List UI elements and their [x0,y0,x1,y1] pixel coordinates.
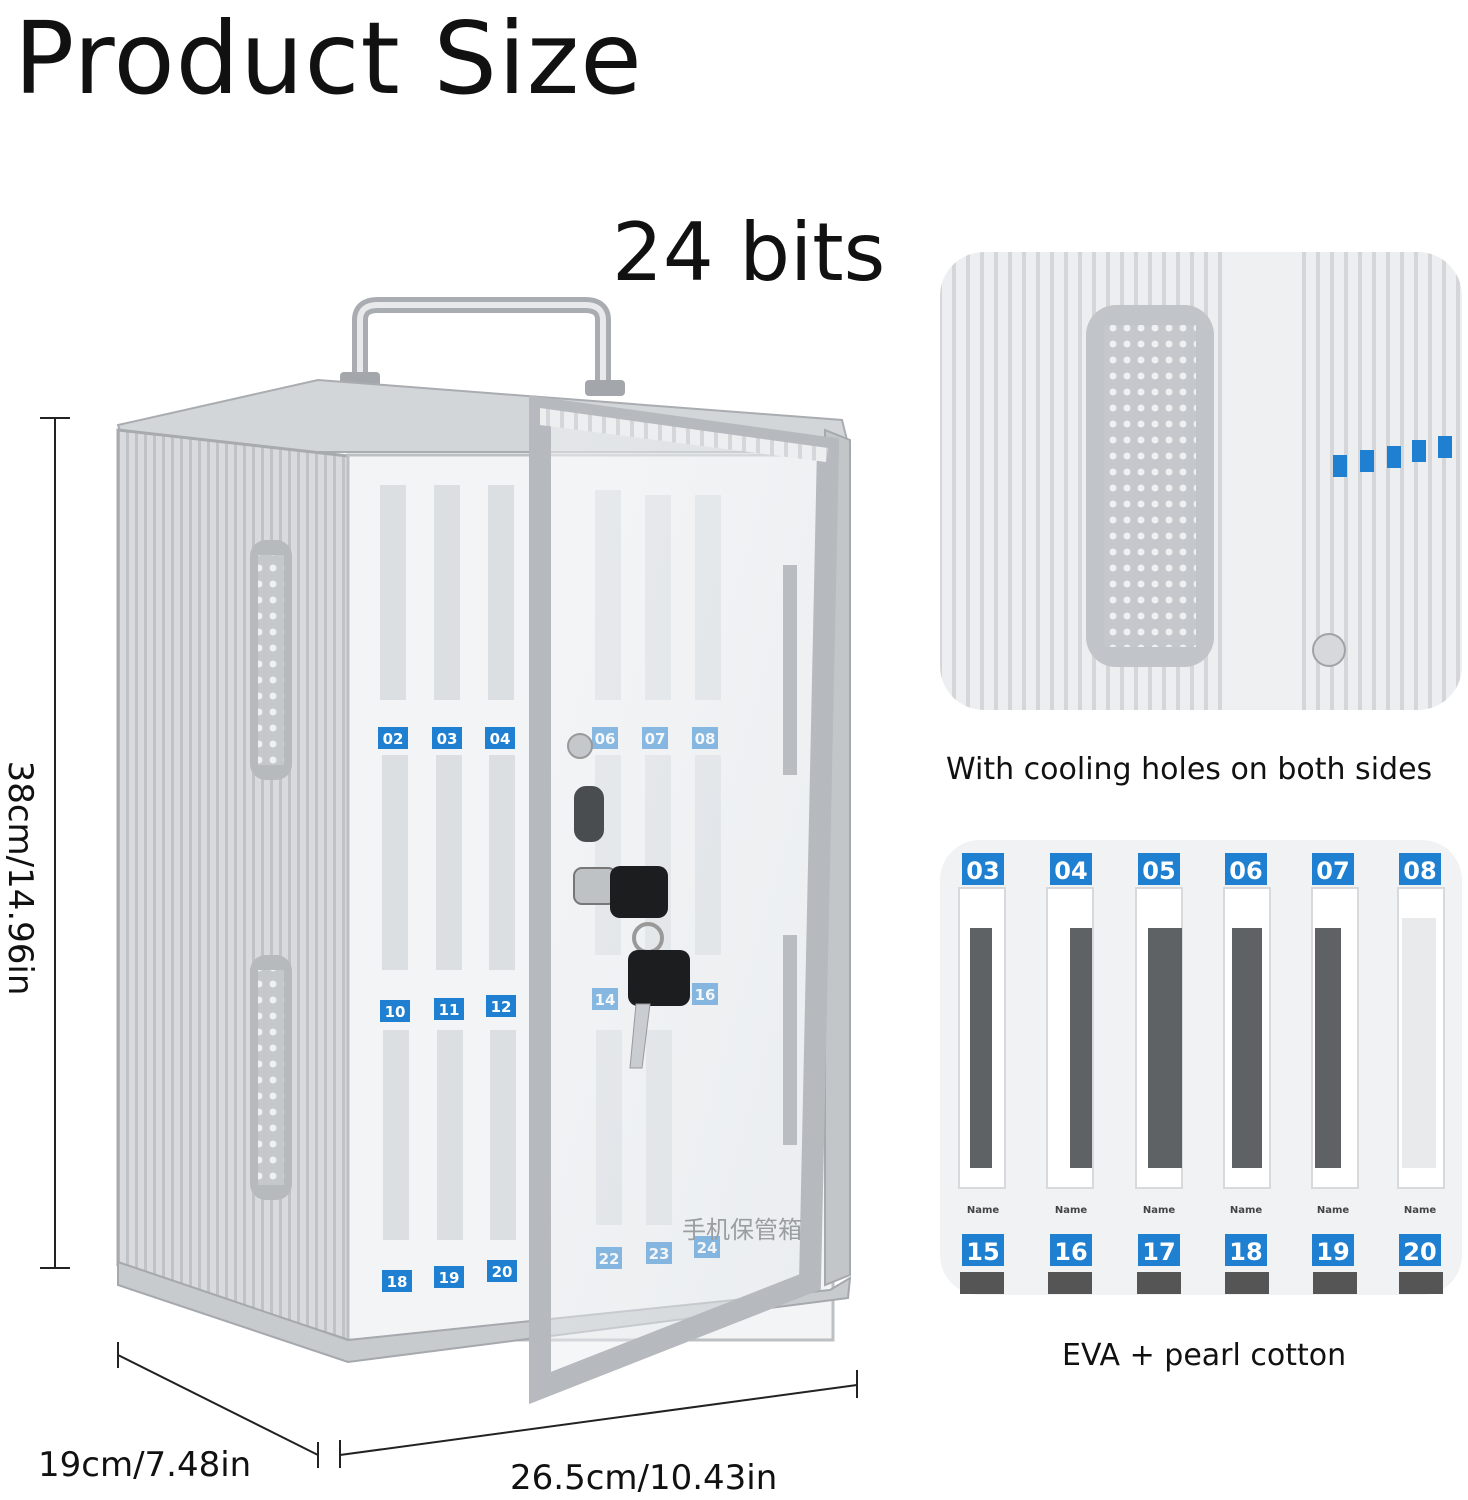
lock-and-keys [567,733,690,1069]
slot-label: 06 [1229,857,1262,885]
slot-name-label: Name [1404,1205,1437,1216]
slot-label: 11 [439,1001,460,1019]
slot-label: 02 [383,730,404,748]
foam-slots-photo: 03 04 05 06 07 08 15 16 17 18 19 20 Name… [940,840,1462,1295]
slot-label: 04 [490,730,511,748]
door-knob-icon [567,733,593,759]
width-dimension: 26.5cm/10.43in [510,1458,778,1498]
bottom-frame [117,1260,852,1364]
slot-name-label: Name [1143,1205,1176,1216]
key-icon [610,866,668,918]
vent-holes-icon [258,555,284,765]
slot-label: 03 [966,857,999,885]
slot-name-label: Name [1055,1205,1088,1216]
box-brand-text: 手机保管箱 [682,1216,802,1244]
slot-label: 20 [492,1263,513,1281]
key-icon [628,950,690,1006]
height-dimension: 38cm/14.96in [0,760,40,996]
slot-label: 12 [491,998,512,1016]
slot-label: 19 [439,1269,460,1287]
slot-label: 07 [1316,857,1349,885]
vent-holes-icon [1104,325,1196,647]
vent-holes-icon [258,970,284,1185]
slot-label: 05 [1142,857,1175,885]
slot-label: 08 [1403,857,1436,885]
capacity-label: 24 bits [612,206,886,299]
slot-name-label: Name [1317,1205,1350,1216]
foam-caption: EVA + pearl cotton [1062,1338,1347,1373]
cooling-holes-photo [940,252,1462,710]
lock-cylinder-icon [573,867,617,905]
slot-label: 03 [437,730,458,748]
dimension-lines [40,417,858,1468]
glass-door: 手机保管箱 [529,395,840,1405]
page-title: Product Size [14,0,643,117]
door-knob-icon [1312,633,1346,667]
slot-name-label: Name [1230,1205,1263,1216]
slot-label: 18 [387,1273,408,1291]
depth-dimension: 19cm/7.48in [38,1445,252,1485]
slot-label: 04 [1054,857,1087,885]
latch-icon [574,786,604,842]
cooling-holes-caption: With cooling holes on both sides [946,752,1433,787]
slot-name-label: Name [967,1205,1000,1216]
slot-label: 10 [385,1003,406,1021]
slot-label: 19 [1316,1238,1349,1266]
slot-label: 18 [1229,1238,1262,1266]
slot-label: 20 [1403,1238,1436,1266]
side-panel [116,428,350,1343]
carry-handle [340,297,625,396]
slot-label: 15 [966,1238,999,1266]
slot-label: 16 [1054,1238,1087,1266]
slot-label: 17 [1142,1238,1175,1266]
